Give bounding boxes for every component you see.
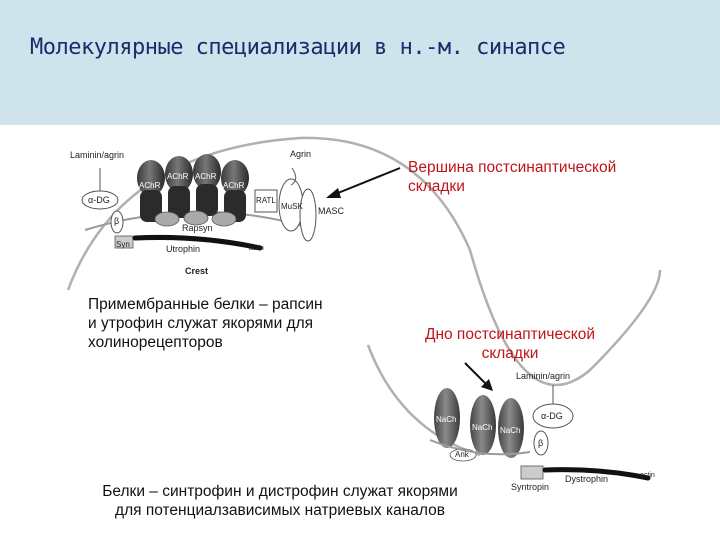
crest-beta-shape [110, 210, 124, 234]
crest-agrin-label: Agrin [290, 149, 312, 159]
dystrophin-label: Dystrophin [565, 474, 609, 484]
crest-adg-label: α-DG [88, 195, 110, 205]
masc-label: MASC [318, 206, 345, 216]
nach-channels [434, 388, 524, 458]
achr-label-3: AChR [195, 172, 217, 181]
utrophin-bar [132, 234, 263, 251]
rapsyn-callout: Примембранные белки – рапсин и утрофин с… [88, 295, 323, 352]
trough-arrow [464, 362, 488, 386]
trough-actin-label: actin [640, 472, 655, 479]
utrophin-label: Utrophin [166, 244, 201, 254]
trough-laminin-label: Laminin/agrin [516, 371, 571, 381]
trough-adg-label: α-DG [541, 411, 563, 421]
trough-beta-shape [533, 430, 549, 456]
syntrophin-callout-line-2: для потенциалзависимых натриевых каналов [115, 502, 445, 519]
syntrophin-callout: Белки – синтрофин и дистрофин служат яко… [70, 482, 490, 520]
trough-membrane [429, 439, 531, 456]
musk-label: MuSK [281, 202, 303, 211]
crest-beta-label: β [114, 216, 120, 226]
ratl-label: RATL [256, 196, 276, 205]
rapsyn-callout-line-1: Примембранные белки – рапсин [88, 296, 323, 313]
crest-syn-label: Syn [116, 240, 130, 249]
rapsyn-label: Rapsyn [182, 223, 213, 233]
dystrophin-bar [542, 467, 651, 481]
crest-arrow [332, 167, 401, 196]
crest-top-callout-line-2: складки [408, 178, 465, 195]
trough-beta-label: β [538, 438, 544, 448]
achr-label-1: AChR [139, 181, 161, 190]
crest-syn-box [114, 235, 134, 249]
rapsyn-callout-line-3: холинорецепторов [88, 334, 223, 351]
nach-label-1: NaCh [436, 415, 457, 424]
rapsyn-shapes [154, 210, 237, 227]
postsynaptic-fold-lower [366, 344, 481, 457]
crest-top-callout-line-1: Вершина постсинаптической [408, 159, 617, 176]
page-title: Молекулярные специализации в н.-м. синап… [30, 35, 566, 60]
title-banner [0, 0, 720, 125]
crest-laminin-label: Laminin/agrin [70, 150, 125, 160]
syntropin-label: Syntropin [511, 482, 550, 492]
rapsyn-callout-line-2: и утрофин служат якорями для [88, 315, 314, 332]
syntrophin-callout-line-1: Белки – синтрофин и дистрофин служат яко… [102, 483, 458, 500]
ratl-box [254, 189, 278, 213]
masc-shape [299, 188, 317, 242]
trough-callout-line-2: складки [481, 345, 539, 362]
ank-label: Ank [455, 450, 469, 459]
nach-label-3: NaCh [500, 426, 521, 435]
crest-actin-label: actin [249, 245, 264, 252]
syntrophin-box [520, 465, 544, 480]
trough-callout-line-1: Дно постсинаптической [424, 326, 596, 343]
achr-label-2: AChR [167, 172, 189, 181]
trough-callout: Дно постсинаптической складки [410, 325, 610, 363]
crest-label: Crest [185, 266, 209, 276]
nach-label-2: NaCh [472, 423, 493, 432]
achr-label-4: AChR [223, 181, 245, 190]
crest-top-callout: Вершина постсинаптической складки [408, 158, 616, 196]
trough-adg-shape [532, 403, 574, 429]
